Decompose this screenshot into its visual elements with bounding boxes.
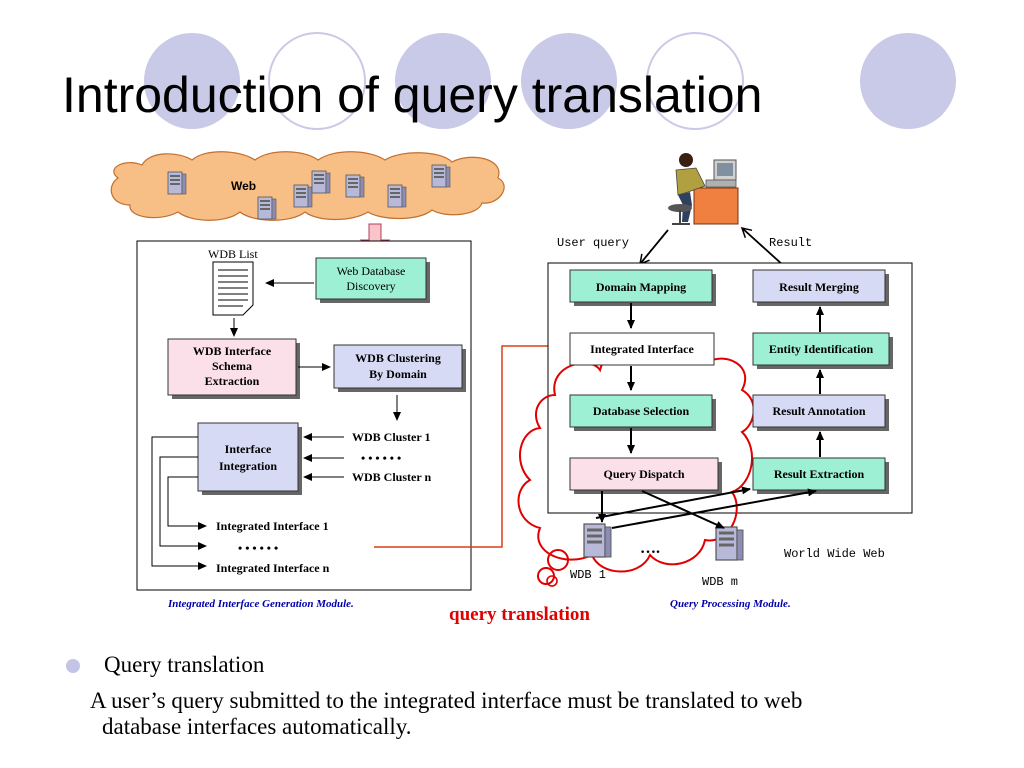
deco-circle <box>395 33 491 129</box>
server-icon <box>257 196 277 220</box>
domain-mapping-box <box>569 269 713 303</box>
web-cloud: Web <box>110 151 505 221</box>
database-selection-box <box>569 394 713 428</box>
slide-title: Introduction of query translation <box>62 67 763 123</box>
web-database-discovery-box <box>315 257 427 300</box>
result-extraction-label: Result Extraction <box>774 467 865 481</box>
body-line-1: A user’s query submitted to the integrat… <box>90 688 803 713</box>
deco-circle <box>646 32 744 130</box>
wdb-1-label: WDB 1 <box>570 568 606 582</box>
clustering-line1: WDB Clustering <box>355 351 441 365</box>
thought-bubble <box>546 575 558 587</box>
deco-circle <box>521 33 617 129</box>
deco-circle <box>860 33 956 129</box>
body-line-2: database interfaces automatically. <box>102 714 412 739</box>
server-icon <box>167 171 187 195</box>
web-database-discovery-line1: Web Database <box>337 264 406 278</box>
interface-integration-line2: Integration <box>219 459 277 473</box>
web-database-discovery-line2: Discovery <box>346 279 395 293</box>
clustering-line2: By Domain <box>369 367 427 381</box>
schema-extraction-line2: Schema <box>212 359 252 373</box>
user-query-arrow <box>639 229 669 266</box>
interface-integration-box <box>197 422 299 492</box>
result-annotation-label: Result Annotation <box>772 404 865 418</box>
user-query-label: User query <box>557 236 629 250</box>
deco-circle <box>144 33 240 129</box>
result-merging-label: Result Merging <box>779 280 859 294</box>
wdb-cluster-n: WDB Cluster n <box>352 470 431 484</box>
schema-extraction-box <box>167 338 297 396</box>
server-icon <box>431 164 451 188</box>
server-icon <box>387 184 407 208</box>
query-translation-label: query translation <box>449 604 590 625</box>
wdb-list-label: WDB List <box>208 247 258 261</box>
integrated-interface-1: Integrated Interface 1 <box>216 519 329 533</box>
result-annotation-box <box>752 394 886 428</box>
user-at-computer-icon <box>668 153 739 225</box>
result-label: Result <box>769 236 812 250</box>
query-dispatch-label: Query Dispatch <box>604 467 685 481</box>
database-selection-label: Database Selection <box>593 404 690 418</box>
wdb-ellipsis: …. <box>640 540 660 557</box>
bullet-dot-icon <box>66 659 80 673</box>
left-module-caption: Integrated Interface Generation Module. <box>167 598 354 610</box>
bullet-item: Query translation <box>104 652 265 677</box>
result-arrow <box>740 226 785 267</box>
wdb-list-document: WDB List <box>208 247 258 316</box>
result-merging-box <box>752 269 886 303</box>
integrated-interface-box <box>569 332 715 366</box>
cluster-dots: • • • • • • <box>361 451 401 465</box>
web-label: Web <box>231 179 256 193</box>
wdb-cluster-1: WDB Cluster 1 <box>352 430 430 444</box>
wdb-1-server-icon <box>583 523 612 558</box>
server-icon <box>293 184 313 208</box>
domain-mapping-label: Domain Mapping <box>596 280 686 294</box>
wdb-m-server-icon <box>715 526 744 561</box>
schema-extraction-line1: WDB Interface <box>193 344 272 358</box>
deco-circle <box>268 32 366 130</box>
thought-bubble <box>547 549 569 571</box>
clustering-box <box>333 344 463 389</box>
entity-identification-box <box>752 332 890 366</box>
world-wide-web-label: World Wide Web <box>784 547 885 561</box>
integrated-dots: • • • • • • <box>238 541 278 555</box>
server-icon <box>345 174 365 198</box>
module-connector <box>374 342 559 548</box>
interface-integration-line1: Interface <box>225 442 272 456</box>
schema-extraction-line3: Extraction <box>205 374 260 388</box>
right-module-caption: Query Processing Module. <box>670 598 791 610</box>
integrated-interface-label: Integrated Interface <box>590 342 694 356</box>
wdb-m-label: WDB m <box>702 575 738 589</box>
result-extraction-box <box>752 457 886 491</box>
server-icon <box>311 170 331 194</box>
entity-identification-label: Entity Identification <box>769 342 874 356</box>
body-paragraph: A user’s query submitted to the integrat… <box>90 688 970 740</box>
integrated-interface-n: Integrated Interface n <box>216 561 330 575</box>
decorative-circles <box>144 32 956 130</box>
query-dispatch-box <box>569 457 719 491</box>
